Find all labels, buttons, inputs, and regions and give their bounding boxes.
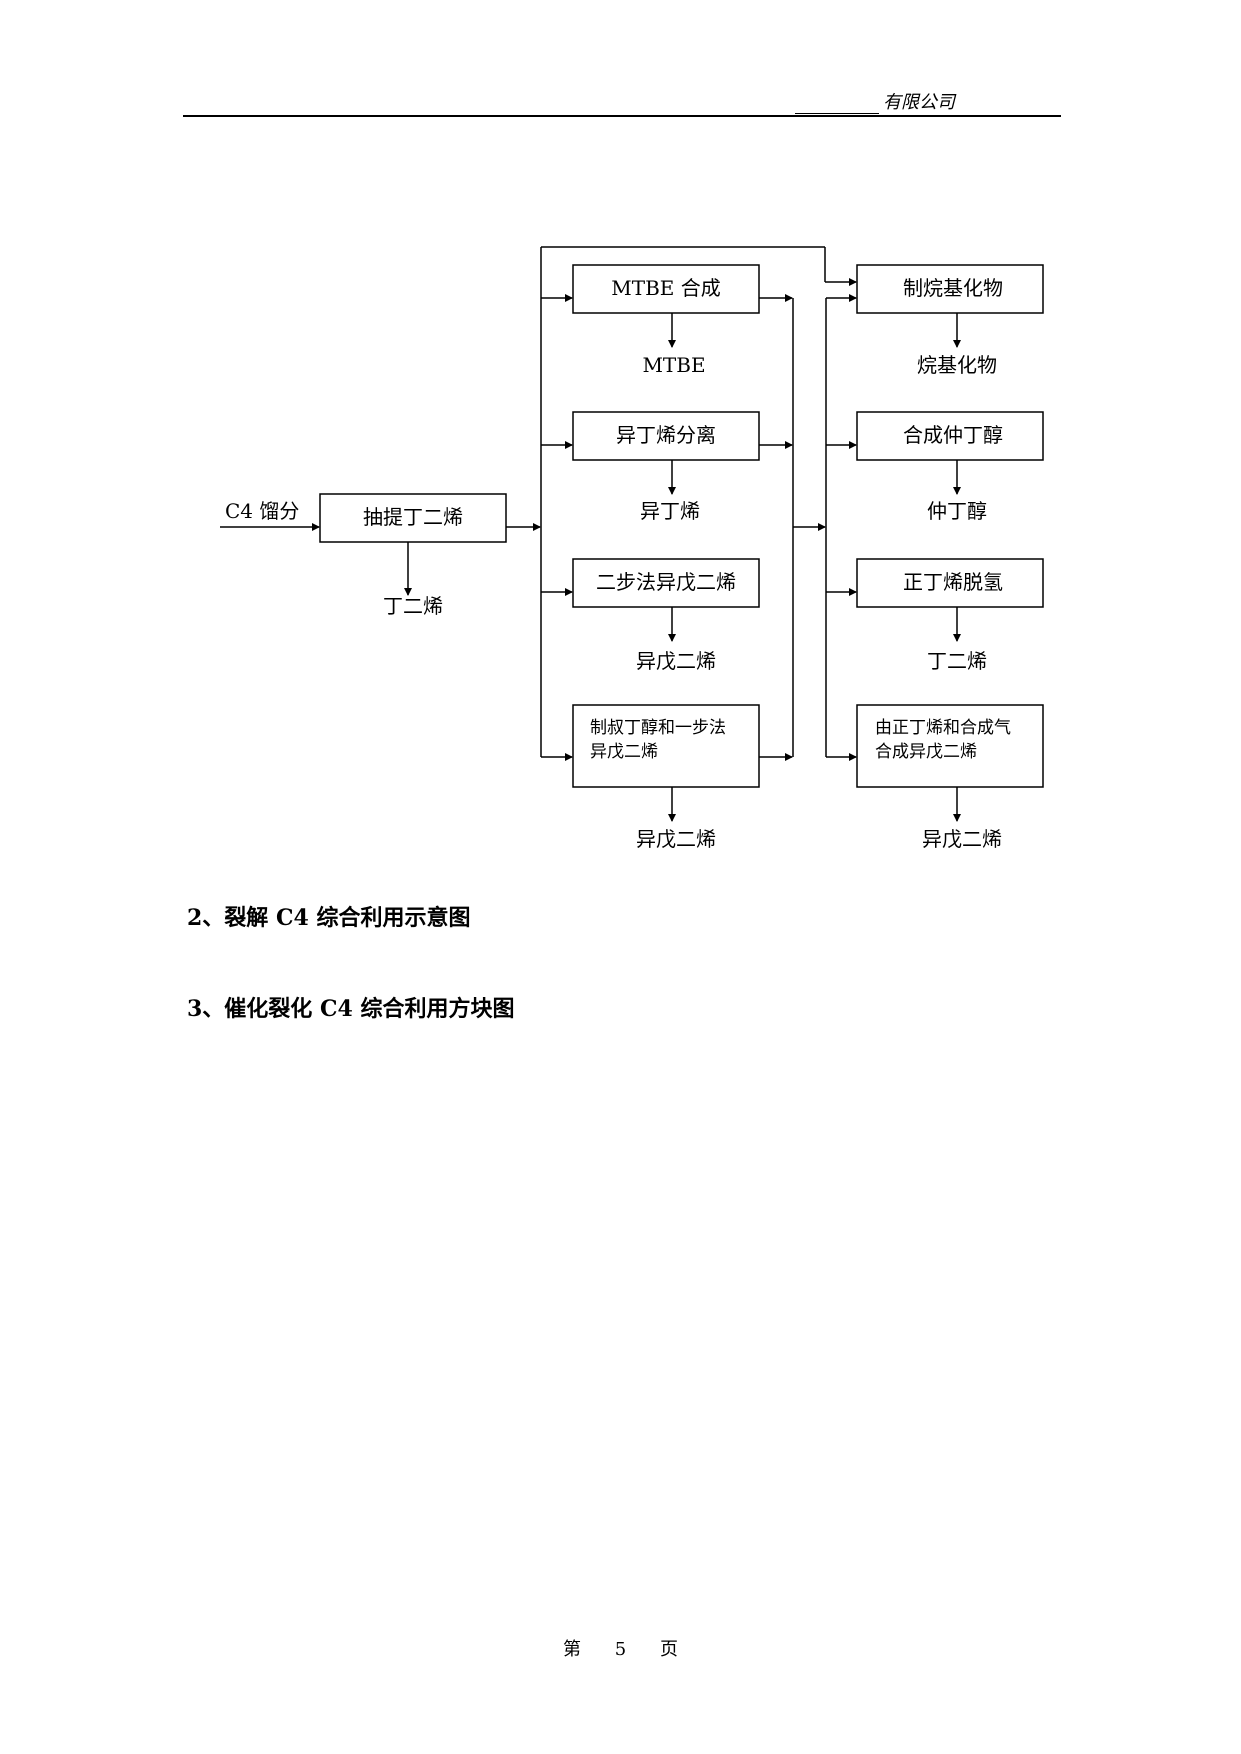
middle-box-4 bbox=[572, 704, 760, 788]
right-box-2-label: 合成仲丁醇 bbox=[903, 423, 1003, 447]
middle-box-4-label-line2: 异戊二烯 bbox=[590, 742, 658, 762]
footer-prefix: 第 bbox=[563, 1639, 582, 1660]
middle-box-3 bbox=[572, 558, 760, 608]
company-suffix: 有限公司 bbox=[883, 92, 955, 113]
right-box-4-label-line2: 合成异戊二烯 bbox=[875, 742, 977, 762]
right-product-3: 丁二烯 bbox=[927, 649, 987, 673]
middle-box-1 bbox=[572, 264, 760, 314]
page-number: 5 bbox=[614, 1639, 627, 1660]
middle-box-1-label: MTBE 合成 bbox=[611, 276, 720, 300]
page-footer: 第 5 页 bbox=[0, 1635, 1241, 1661]
header-rule bbox=[183, 115, 1061, 117]
right-box-3-label: 正丁烯脱氢 bbox=[903, 570, 1003, 594]
right-box-4 bbox=[856, 704, 1044, 788]
right-box-1 bbox=[856, 264, 1044, 314]
right-product-1: 烷基化物 bbox=[917, 353, 997, 377]
c4-flow-diagram: C4 馏分 抽提丁二烯 丁二烯 MTBE 合成 MTBE 异丁烯分离 异丁烯 二… bbox=[220, 246, 1044, 851]
middle-box-2-label: 异丁烯分离 bbox=[616, 423, 716, 447]
footer-suffix: 页 bbox=[659, 1639, 678, 1660]
middle-box-2 bbox=[572, 411, 760, 461]
input-label: C4 馏分 bbox=[225, 499, 299, 523]
extract-box-label: 抽提丁二烯 bbox=[363, 505, 463, 529]
middle-box-4-label-line1: 制叔丁醇和一步法 bbox=[590, 718, 726, 738]
right-box-1-label: 制烷基化物 bbox=[903, 276, 1003, 300]
middle-product-4: 异戊二烯 bbox=[636, 827, 716, 851]
right-product-2: 仲丁醇 bbox=[927, 499, 987, 523]
section-heading-3: 3、催化裂化 C4 综合利用方块图 bbox=[187, 996, 515, 1022]
middle-product-3: 异戊二烯 bbox=[636, 649, 716, 673]
middle-product-1: MTBE bbox=[642, 353, 705, 377]
right-box-4-label-line1: 由正丁烯和合成气 bbox=[875, 718, 1011, 738]
section-heading-2: 2、裂解 C4 综合利用示意图 bbox=[187, 905, 471, 931]
right-product-4: 异戊二烯 bbox=[922, 827, 1002, 851]
extract-product: 丁二烯 bbox=[383, 594, 443, 618]
extract-box bbox=[319, 493, 507, 543]
right-box-3 bbox=[856, 558, 1044, 608]
right-box-2 bbox=[856, 411, 1044, 461]
header-company: 有限公司 bbox=[795, 88, 955, 114]
middle-box-3-label: 二步法异戊二烯 bbox=[596, 570, 736, 594]
middle-product-2: 异丁烯 bbox=[640, 499, 700, 523]
company-name-blank bbox=[795, 99, 879, 114]
